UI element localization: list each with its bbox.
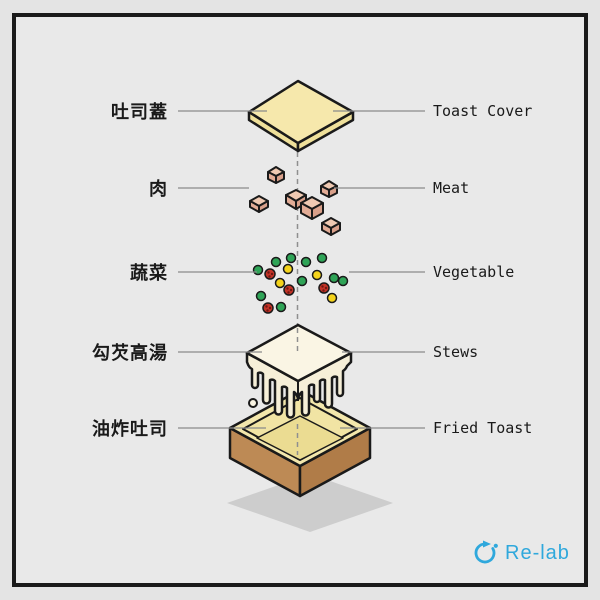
meat-cubes-graphic: [249, 166, 341, 236]
circular-arrow-icon: [474, 540, 498, 564]
red-vegetable-dot: [318, 282, 330, 294]
label-en-toast-cover: Toast Cover: [433, 102, 533, 120]
leader-lines: [178, 110, 425, 429]
red-vegetable-dot: [283, 284, 295, 296]
relab-logo-text: Re-lab: [505, 541, 570, 564]
stew-droplet: [248, 398, 258, 408]
label-zh-stews: 勾芡高湯: [92, 343, 168, 363]
stew-cube-graphic: [245, 323, 353, 419]
shadow-graphic: [227, 474, 393, 532]
label-en-vegetable: Vegetable: [433, 263, 515, 281]
red-vegetable-dot: [264, 268, 276, 280]
red-vegetable-dot: [262, 302, 274, 314]
relab-logo: Re-lab: [474, 540, 570, 566]
label-zh-meat: 肉: [149, 179, 168, 199]
toast-cover-graphic: [247, 79, 355, 153]
vegetable-dots-graphic: [252, 252, 349, 314]
label-zh-vegetable: 蔬菜: [130, 263, 168, 283]
fried-toast-graphic: [228, 388, 372, 498]
label-en-stews: Stews: [433, 343, 479, 361]
label-en-fried-toast: Fried Toast: [433, 419, 533, 437]
label-zh-toast-cover: 吐司蓋: [111, 102, 168, 122]
label-en-meat: Meat: [433, 179, 470, 197]
label-zh-fried-toast: 油炸吐司: [92, 419, 168, 439]
